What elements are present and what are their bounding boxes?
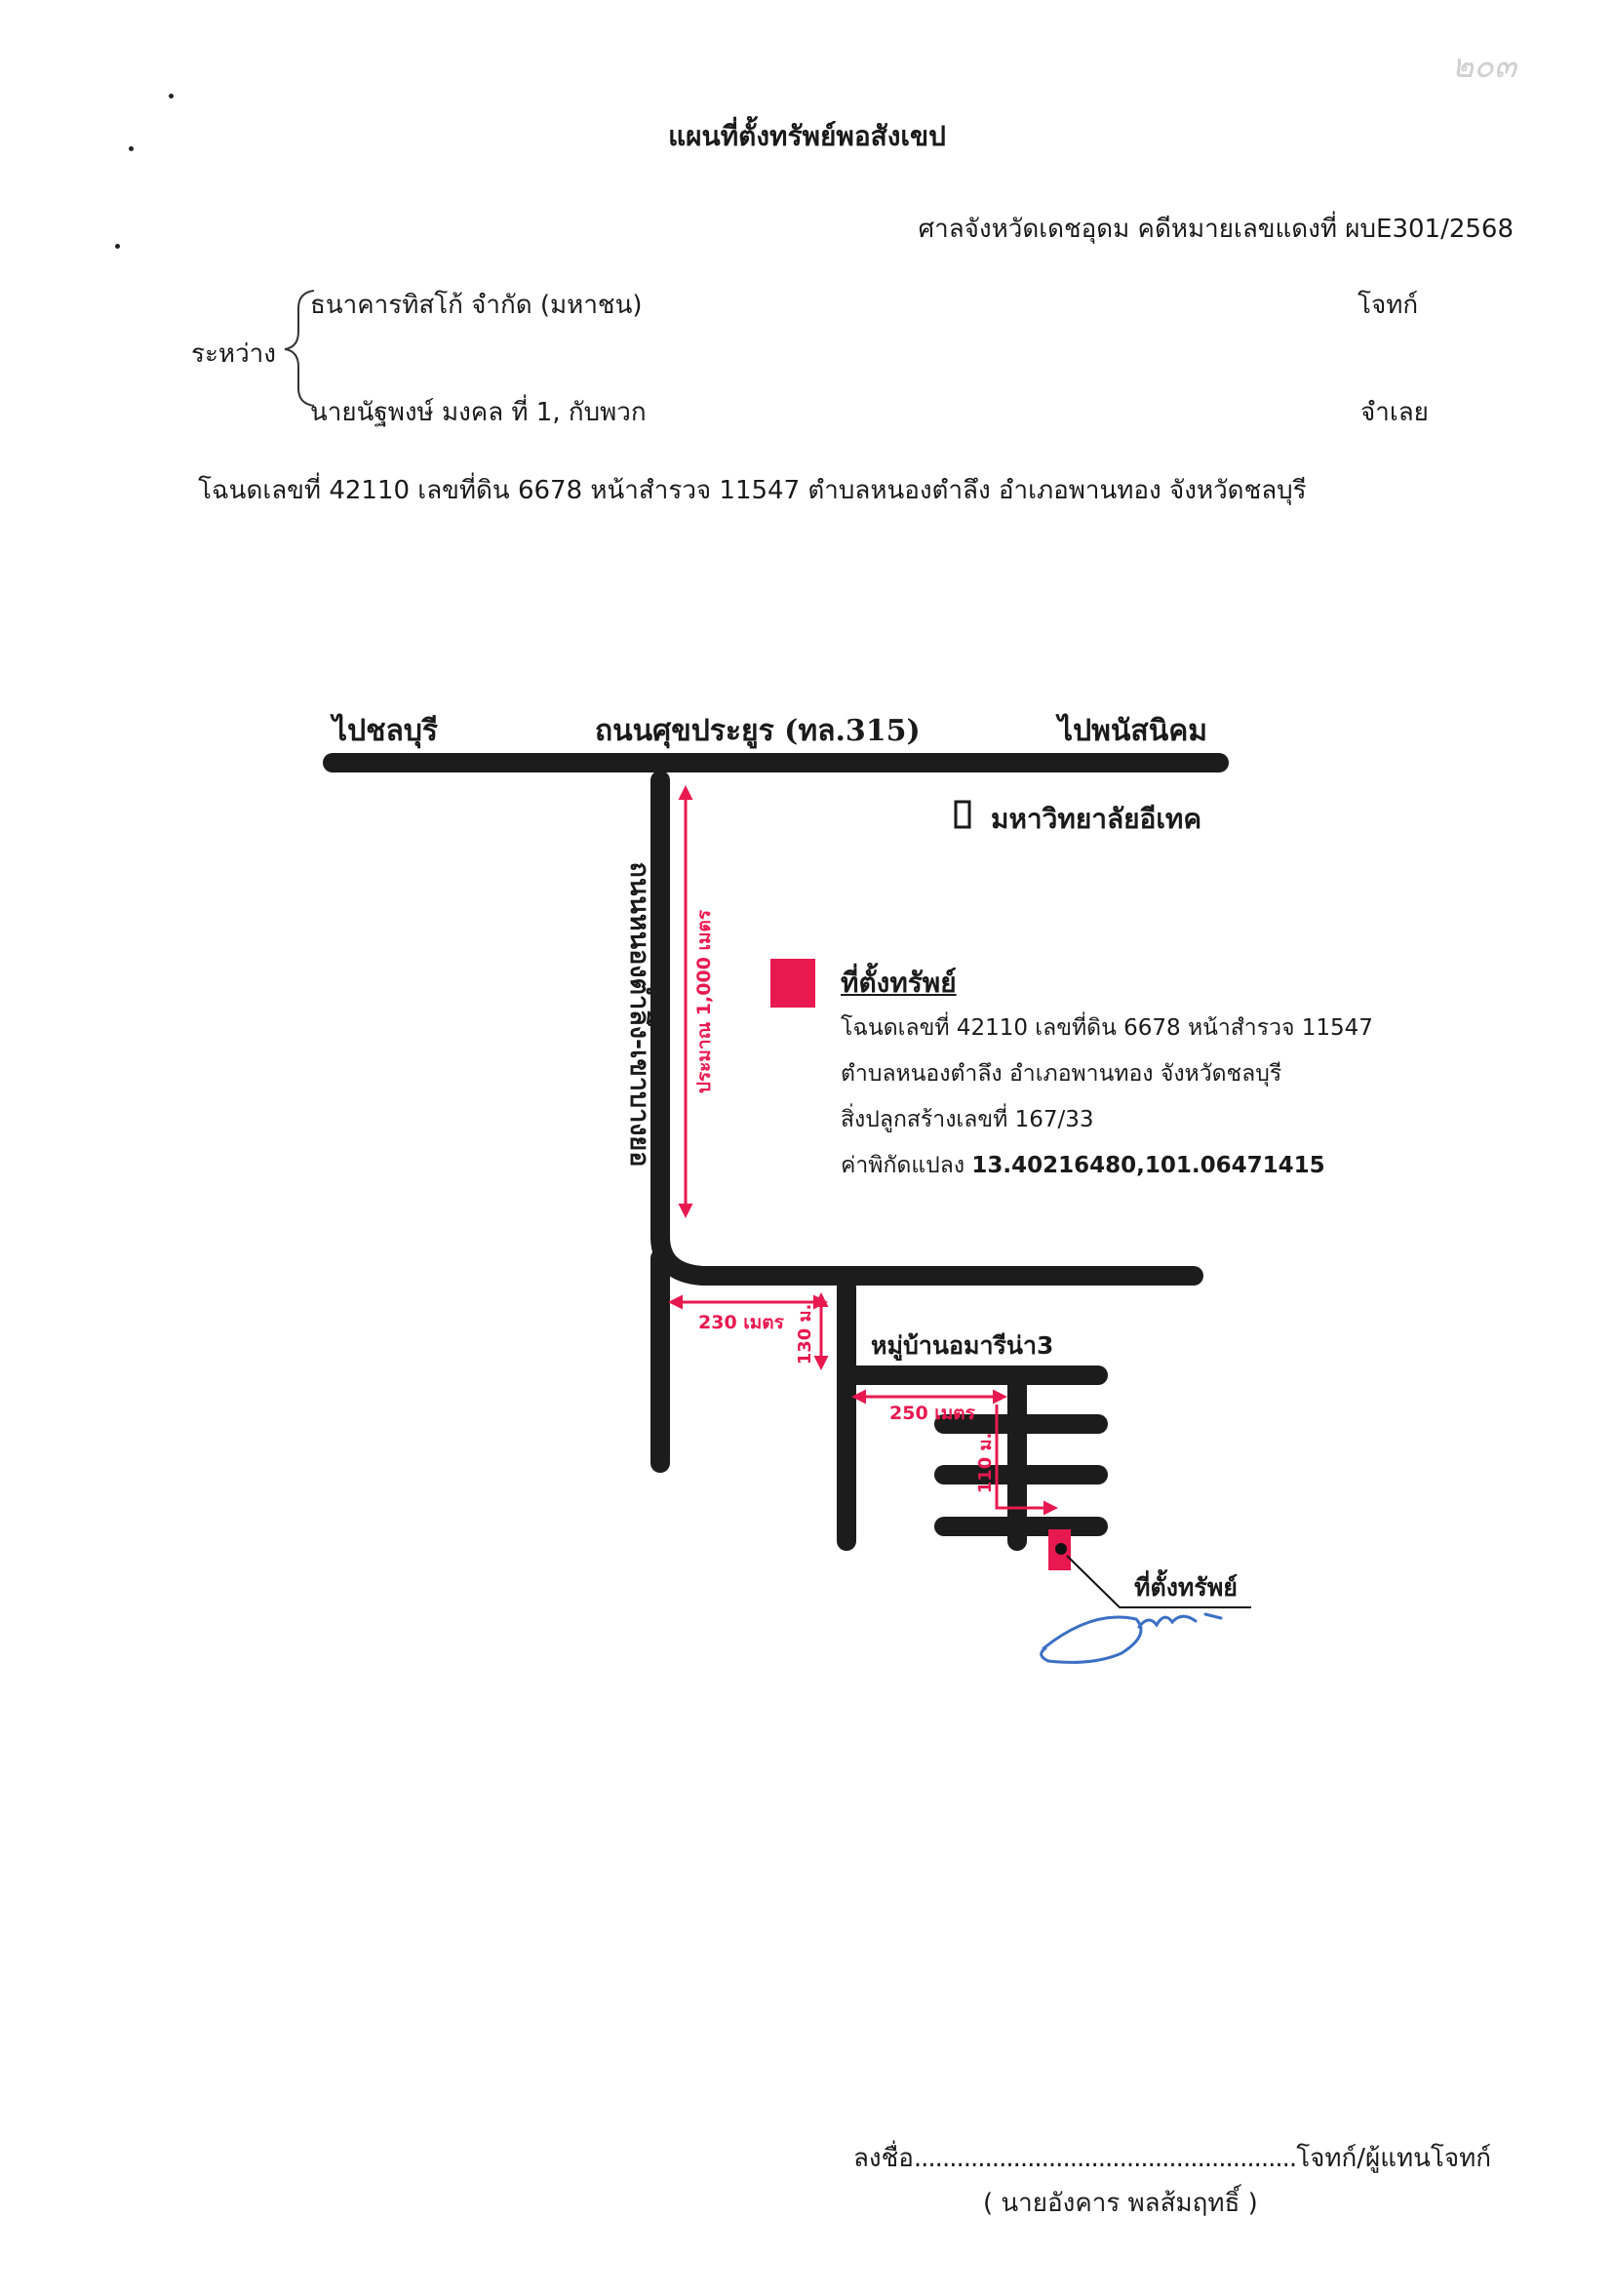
property-label-bottom: ที่ตั้งทรัพย์ [1134,1573,1238,1602]
coordinate-value: 13.40216480,101.06471415 [971,1153,1325,1178]
property-deed-line: โฉนดเลขที่ 42110 เลขที่ดิน 6678 หน้าสำรว… [841,1015,1373,1041]
main-road-label: ถนนศุขประยูร (ทล.315) [595,714,921,748]
plaintiff-role: โจทก์ [1358,291,1419,320]
university-label: มหาวิทยาลัยอีเทค [991,803,1202,835]
university-marker [954,800,971,829]
distance-110-label: 110 ม. [975,1433,996,1494]
coordinate-label: ค่าพิกัดแปลง [841,1153,965,1178]
court-case-line: ศาลจังหวัดเดชอุดม คดีหมายเลขแดงที่ ผบE30… [918,215,1514,244]
road-network [323,753,1229,1551]
property-leader-line [1066,1555,1251,1608]
corner-mark: ๒๐๓ [1451,47,1516,86]
distance-1000-label: ประมาณ 1,000 เมตร [693,909,715,1093]
signature-line: ลงชื่อ..................................… [853,2138,1491,2178]
property-building-line: สิ่งปลูกสร้างเลขที่ 167/33 [841,1107,1094,1132]
between-label: ระหว่าง [191,339,276,369]
property-heading: ที่ตั้งทรัพย์ [841,967,957,999]
side-road-label: ถนนหนองตำลึง-เขาบางยอ [624,862,654,1168]
document-title: แผนที่ตั้งทรัพย์พอสังเขป [668,120,946,152]
property-location-line: ตำบลหนองตำลึง อำเภอพานทอง จังหวัดชลบุรี [841,1061,1282,1087]
defendant-name: นายนัฐพงษ์ มงคล ที่ 1, กับพวก [310,398,647,427]
property-coordinate-line: ค่าพิกัดแปลง 13.40216480,101.06471415 [841,1148,1325,1183]
scan-speck [115,244,120,249]
village-label: หมู่บ้านอมารีน่า3 [871,1331,1054,1360]
distance-130-label: 130 ม. [795,1304,815,1366]
side-road-line [650,771,1203,1286]
signature-scribble [1040,1612,1223,1664]
signer-role: โจทก์/ผู้แทนโจทก์ [1296,2144,1492,2173]
defendant-role: จำเลย [1360,398,1429,427]
signature-dots: ........................................… [913,2144,1297,2173]
scan-speck [129,146,134,151]
to-chonburi-label: ไปชลบุรี [333,714,439,748]
scan-speck [169,94,174,99]
distance-250-label: 250 เมตร [889,1403,976,1424]
plaintiff-name: ธนาคารทิสโก้ จำกัด (มหาชน) [310,291,643,320]
party-brace [284,290,315,407]
distance-230-label: 230 เมตร [698,1312,785,1333]
distance-110-arrow [995,1405,1058,1516]
to-phanat-label: ไปพนัสนิคม [1058,714,1208,748]
property-location-dot [1055,1543,1067,1555]
signer-name: ( นายอังคาร พลส้มฤทธิ์ ) [983,2189,1258,2218]
sign-label: ลงชื่อ [853,2144,914,2173]
property-legend-marker [770,959,815,1008]
deed-line: โฉนดเลขที่ 42110 เลขที่ดิน 6678 หน้าสำรว… [198,476,1307,505]
